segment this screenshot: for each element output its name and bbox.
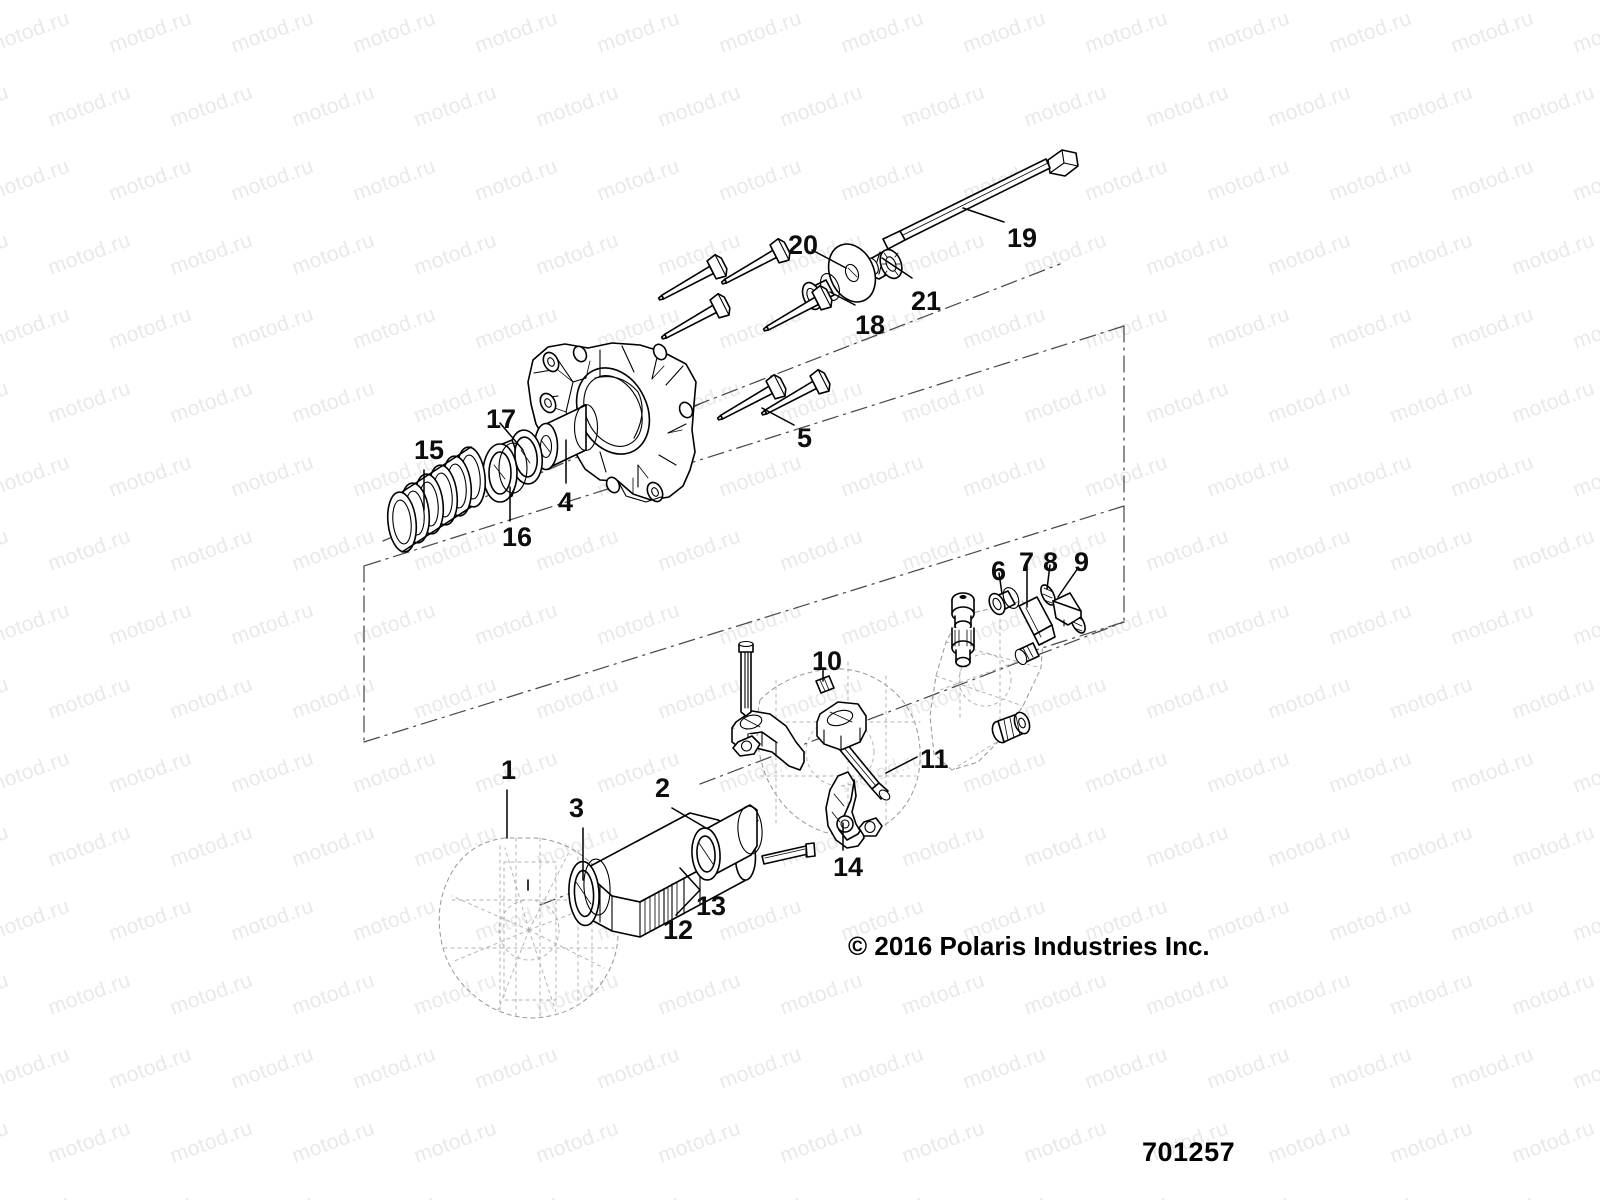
callout-1: 1 xyxy=(501,755,517,785)
callout-19: 19 xyxy=(1007,223,1038,253)
leader-line-5 xyxy=(761,407,795,426)
leader-line-6 xyxy=(998,572,1003,595)
part-1-ring-gear-ghost xyxy=(438,837,619,1019)
leader-line-9 xyxy=(1057,567,1079,598)
copyright-notice: © 2016 Polaris Industries Inc. xyxy=(848,931,1210,961)
callout-6: 6 xyxy=(991,556,1007,586)
part-20-flat-washer xyxy=(827,243,877,303)
assembly-boundary xyxy=(363,325,1125,785)
shift-fork-left xyxy=(731,710,805,771)
part-2-collar-ring xyxy=(691,804,763,881)
part-14-shift-fork xyxy=(825,771,883,849)
callout-5: 5 xyxy=(797,423,813,453)
callout-11: 11 xyxy=(920,744,949,774)
callout-8: 8 xyxy=(1043,547,1059,577)
callout-20: 20 xyxy=(788,230,819,260)
leader-line-2 xyxy=(671,807,707,829)
leader-line-12 xyxy=(675,889,701,916)
leader-line-11 xyxy=(885,756,918,774)
shift-fork-upper xyxy=(816,701,867,751)
bolt-near-fork-14 xyxy=(761,842,816,865)
callout-12: 12 xyxy=(663,915,694,945)
part-6-bushing xyxy=(988,587,1020,616)
callout-17: 17 xyxy=(486,404,517,434)
centerline-cover xyxy=(382,263,1061,542)
callout-4: 4 xyxy=(558,487,574,517)
part-9-detent-cap xyxy=(1052,592,1082,627)
part-19-shaft xyxy=(866,149,1079,280)
part-10-key xyxy=(815,675,835,694)
callout-leaders xyxy=(423,207,1079,916)
callout-14: 14 xyxy=(833,852,864,882)
leader-line-13 xyxy=(679,867,701,891)
callout-13: 13 xyxy=(696,891,727,921)
callout-7: 7 xyxy=(1019,547,1035,577)
callout-2: 2 xyxy=(655,773,671,803)
part-7b-pin xyxy=(1014,642,1040,666)
leader-line-20 xyxy=(811,249,847,269)
leader-line-17 xyxy=(499,422,524,451)
callout-21: 21 xyxy=(911,286,942,316)
diagram-part-number: 701257 xyxy=(1142,1137,1236,1167)
pivot-bolt-vertical xyxy=(738,640,754,717)
gearcase-cover-housing xyxy=(527,342,697,503)
part-15-spring-stack xyxy=(386,446,487,553)
callout-18: 18 xyxy=(855,310,886,340)
callout-9: 9 xyxy=(1074,547,1090,577)
leader-line-8 xyxy=(1046,564,1051,590)
detent-assembly-upper xyxy=(951,592,975,668)
detent-assembly-lower xyxy=(991,711,1031,744)
leader-line-21 xyxy=(881,257,913,279)
leader-line-18 xyxy=(829,291,856,306)
callout-10: 10 xyxy=(812,646,843,676)
callout-3: 3 xyxy=(569,793,585,823)
part-4-bearing-sleeve xyxy=(533,403,599,471)
leader-line-19 xyxy=(962,207,1005,223)
callout-16: 16 xyxy=(502,522,533,552)
callout-15: 15 xyxy=(414,435,445,465)
